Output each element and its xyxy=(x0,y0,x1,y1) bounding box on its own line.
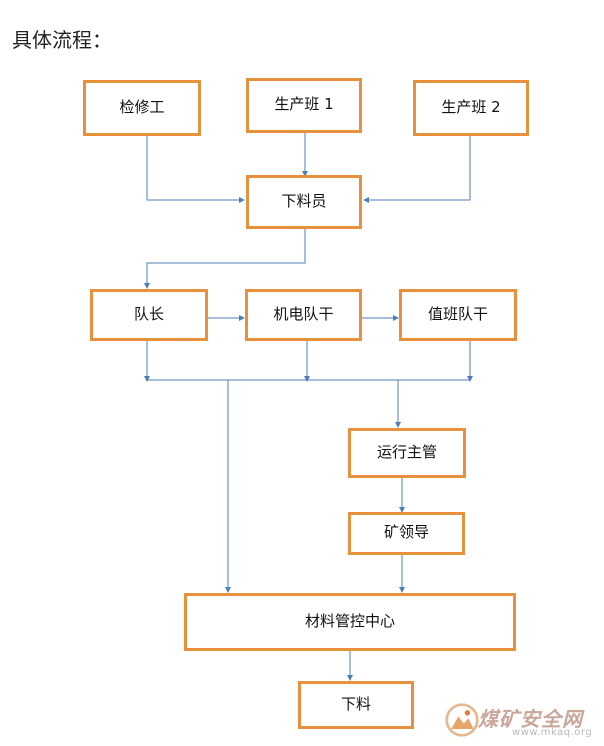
node-yunxingzhuguan: 运行主管 xyxy=(348,428,466,478)
watermark-name: 煤矿安全网 xyxy=(478,707,583,731)
node-xialiaoyuan: 下料员 xyxy=(246,175,362,229)
node-xialiao: 下料 xyxy=(298,681,414,729)
node-kuanglingdao: 矿领导 xyxy=(348,512,465,555)
watermark-logo-icon xyxy=(445,703,479,737)
arrow-jianxiugong-to-xialiaoyuan xyxy=(146,136,245,203)
watermark-url: www.mkaq.org xyxy=(512,727,593,738)
arrow-shengchanban2-to-xialiaoyuan xyxy=(363,136,471,203)
node-cailiaoguankong: 材料管控中心 xyxy=(184,593,516,651)
node-shengchanban1: 生产班 1 xyxy=(246,78,362,133)
page-title: 具体流程： xyxy=(12,28,112,52)
node-jidianduigan: 机电队干 xyxy=(245,289,362,341)
node-shengchanban2: 生产班 2 xyxy=(413,80,529,136)
node-zhibanduigan: 值班队干 xyxy=(399,289,517,341)
node-duizhang: 队长 xyxy=(90,289,208,341)
node-jianxiugong: 检修工 xyxy=(83,80,201,136)
arrow-xialiaoyuan-to-duizhang xyxy=(144,229,306,289)
